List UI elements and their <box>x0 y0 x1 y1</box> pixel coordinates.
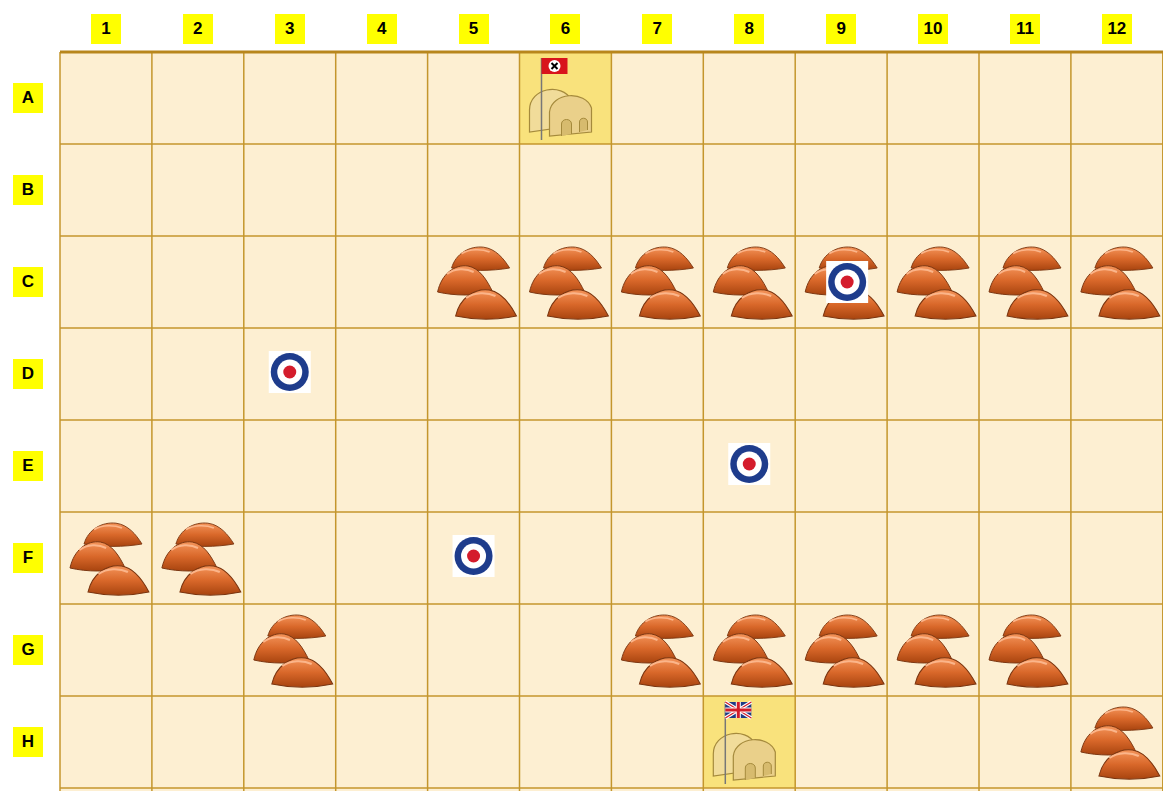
raf-roundel <box>453 535 495 577</box>
rock-obstacle <box>1081 707 1160 779</box>
row-letter: G <box>13 635 43 665</box>
column-number: 9 <box>826 14 856 44</box>
column-number: 3 <box>275 14 305 44</box>
raf-roundel <box>728 443 770 485</box>
base-flag <box>725 702 751 718</box>
rock-obstacle <box>713 615 792 687</box>
board-ground <box>60 52 1163 791</box>
column-number: 11 <box>1010 14 1040 44</box>
rock-obstacle <box>897 247 976 319</box>
rock-obstacle <box>989 615 1068 687</box>
column-number: 1 <box>91 14 121 44</box>
rock-obstacle <box>70 523 149 595</box>
row-letter: A <box>13 83 43 113</box>
row-letter: H <box>13 727 43 757</box>
row-letter: E <box>13 451 43 481</box>
column-number: 6 <box>550 14 580 44</box>
rock-obstacle <box>254 615 333 687</box>
grid-lines <box>60 52 1163 791</box>
rock-obstacle <box>621 615 700 687</box>
row-letter: D <box>13 359 43 389</box>
row-letter: B <box>13 175 43 205</box>
base-hut <box>713 702 775 784</box>
base-highlight <box>520 52 612 144</box>
column-number: 8 <box>734 14 764 44</box>
rock-obstacle <box>530 247 609 319</box>
column-number: 10 <box>918 14 948 44</box>
raf-roundel <box>269 351 311 393</box>
base-flag <box>542 58 568 74</box>
raf-roundel <box>826 261 868 303</box>
rock-obstacle <box>713 247 792 319</box>
column-number: 7 <box>642 14 672 44</box>
rock-obstacle <box>1081 247 1160 319</box>
column-number: 5 <box>459 14 489 44</box>
rock-obstacle <box>162 523 241 595</box>
column-number: 12 <box>1102 14 1132 44</box>
column-number: 2 <box>183 14 213 44</box>
base-hut <box>530 58 592 140</box>
rock-obstacle <box>805 615 884 687</box>
column-number: 4 <box>367 14 397 44</box>
row-letter: F <box>13 543 43 573</box>
rock-obstacle <box>438 247 517 319</box>
rock-obstacle <box>805 247 884 319</box>
rock-obstacle <box>621 247 700 319</box>
row-letter: C <box>13 267 43 297</box>
base-highlight <box>703 696 795 788</box>
rock-obstacle <box>989 247 1068 319</box>
rock-obstacle <box>897 615 976 687</box>
